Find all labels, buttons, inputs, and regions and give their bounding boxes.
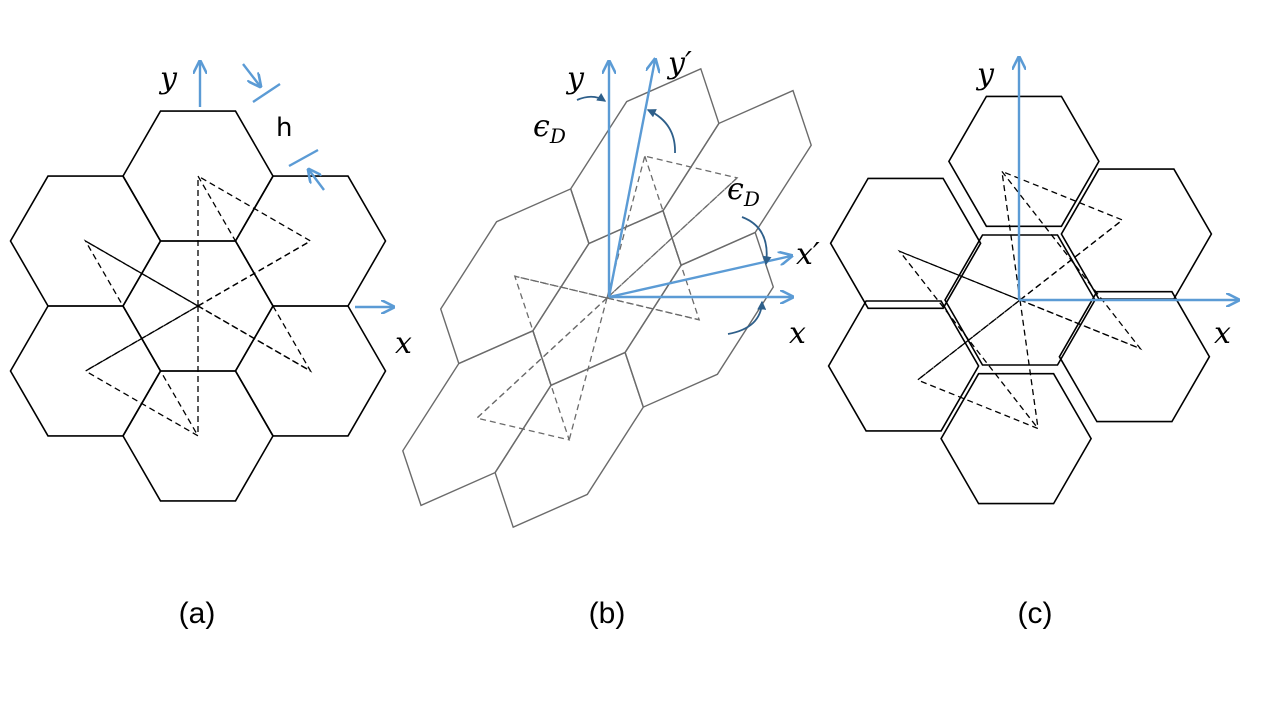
panel-c-caption: (c) xyxy=(1018,597,1053,630)
panel-a: x y h (a) xyxy=(9,61,412,630)
hexagon-cell xyxy=(234,175,387,307)
dashed-spoke xyxy=(197,240,311,307)
panel-a-thickness-label: h xyxy=(276,113,292,143)
panel-a-caption: (a) xyxy=(179,597,216,630)
panel-c: x y (c) xyxy=(827,57,1238,630)
panel-c-x-label: x xyxy=(1214,316,1231,351)
panel-b-caption: (b) xyxy=(589,597,626,630)
panel-a-x-label: x xyxy=(395,326,412,361)
panel-c-hexagon-cells xyxy=(827,95,1213,505)
panel-b-curved-arrow-top-left xyxy=(576,93,607,102)
panel-b-x-prime-label: x′ xyxy=(796,237,820,272)
hexagon-cell xyxy=(234,305,387,437)
dashed-spoke xyxy=(606,297,700,321)
dashed-spoke xyxy=(197,305,311,372)
dashed-spoke xyxy=(85,305,199,372)
hexagon-cell xyxy=(9,305,162,437)
dashed-spoke xyxy=(514,275,608,299)
panel-a-thickness-indicator xyxy=(242,63,325,191)
hexagon-cell xyxy=(829,177,982,310)
dashed-outline xyxy=(897,170,1143,431)
panel-a-y-label: y xyxy=(158,61,178,96)
dashed-spoke xyxy=(568,297,608,441)
hexagon-cell xyxy=(944,234,1096,366)
panel-b-strain-label-top: ϵD xyxy=(533,109,566,148)
hexagon-cell xyxy=(1058,290,1211,423)
panel-b-strain-label-right: ϵD xyxy=(727,172,760,211)
deformed-hexagon-cell xyxy=(624,231,775,409)
panel-a-dashed-triangulation xyxy=(83,175,313,438)
panel-b-y-prime-label: y′ xyxy=(666,46,692,81)
hexagon-cell xyxy=(940,372,1093,505)
panel-b-curved-arrow-right-lower xyxy=(727,300,767,335)
panel-b-x-prime-axis xyxy=(608,256,791,299)
panel-c-y-label: y xyxy=(975,57,995,92)
panel-b: x y x′ y′ ϵD ϵD (b) xyxy=(402,46,820,630)
panel-b-x-label: x xyxy=(789,316,806,351)
panel-b-y-label: y xyxy=(565,61,585,96)
hexagon-cell xyxy=(947,95,1100,228)
panel-b-curved-arrow-right-upper xyxy=(741,216,772,266)
panel-b-curved-arrow-top-right xyxy=(646,109,676,154)
dashed-spoke xyxy=(85,240,199,307)
deformed-hexagon-cell xyxy=(402,329,552,507)
dashed-outline xyxy=(83,175,313,438)
panel-b-y-prime-axis xyxy=(607,60,655,298)
panel-b-deformed-hexagon-cells xyxy=(402,67,812,529)
hexagon-cell xyxy=(827,300,980,432)
